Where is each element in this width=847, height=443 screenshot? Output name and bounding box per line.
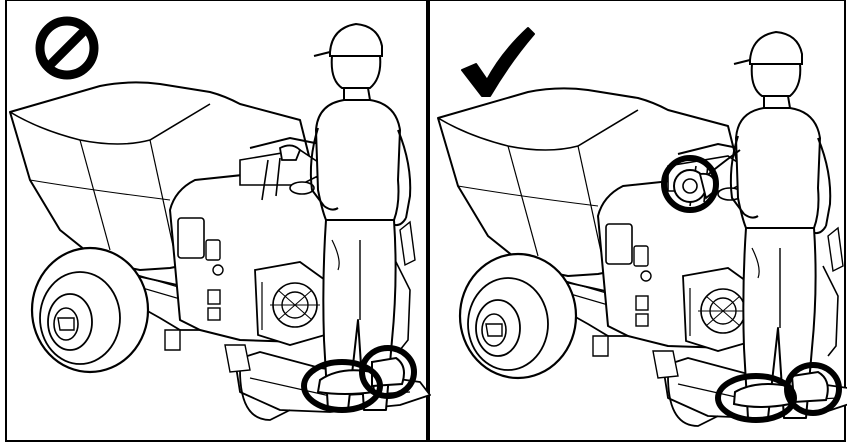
highlight-ring-foot-right-incorrect: [359, 345, 417, 399]
highlight-ring-foot-right-correct: [784, 362, 842, 416]
shoe-right-correct: [790, 370, 829, 404]
highlight-ring-hand-correct: [661, 155, 719, 213]
prohibited-icon: [35, 16, 99, 80]
highlight-ring-foot-left-incorrect: [301, 359, 383, 413]
shoe-left-correct: [732, 383, 792, 408]
checkmark-icon: [461, 27, 535, 97]
highlight-ring-foot-left-correct: [715, 373, 797, 423]
hand-incorrect: [279, 144, 302, 161]
